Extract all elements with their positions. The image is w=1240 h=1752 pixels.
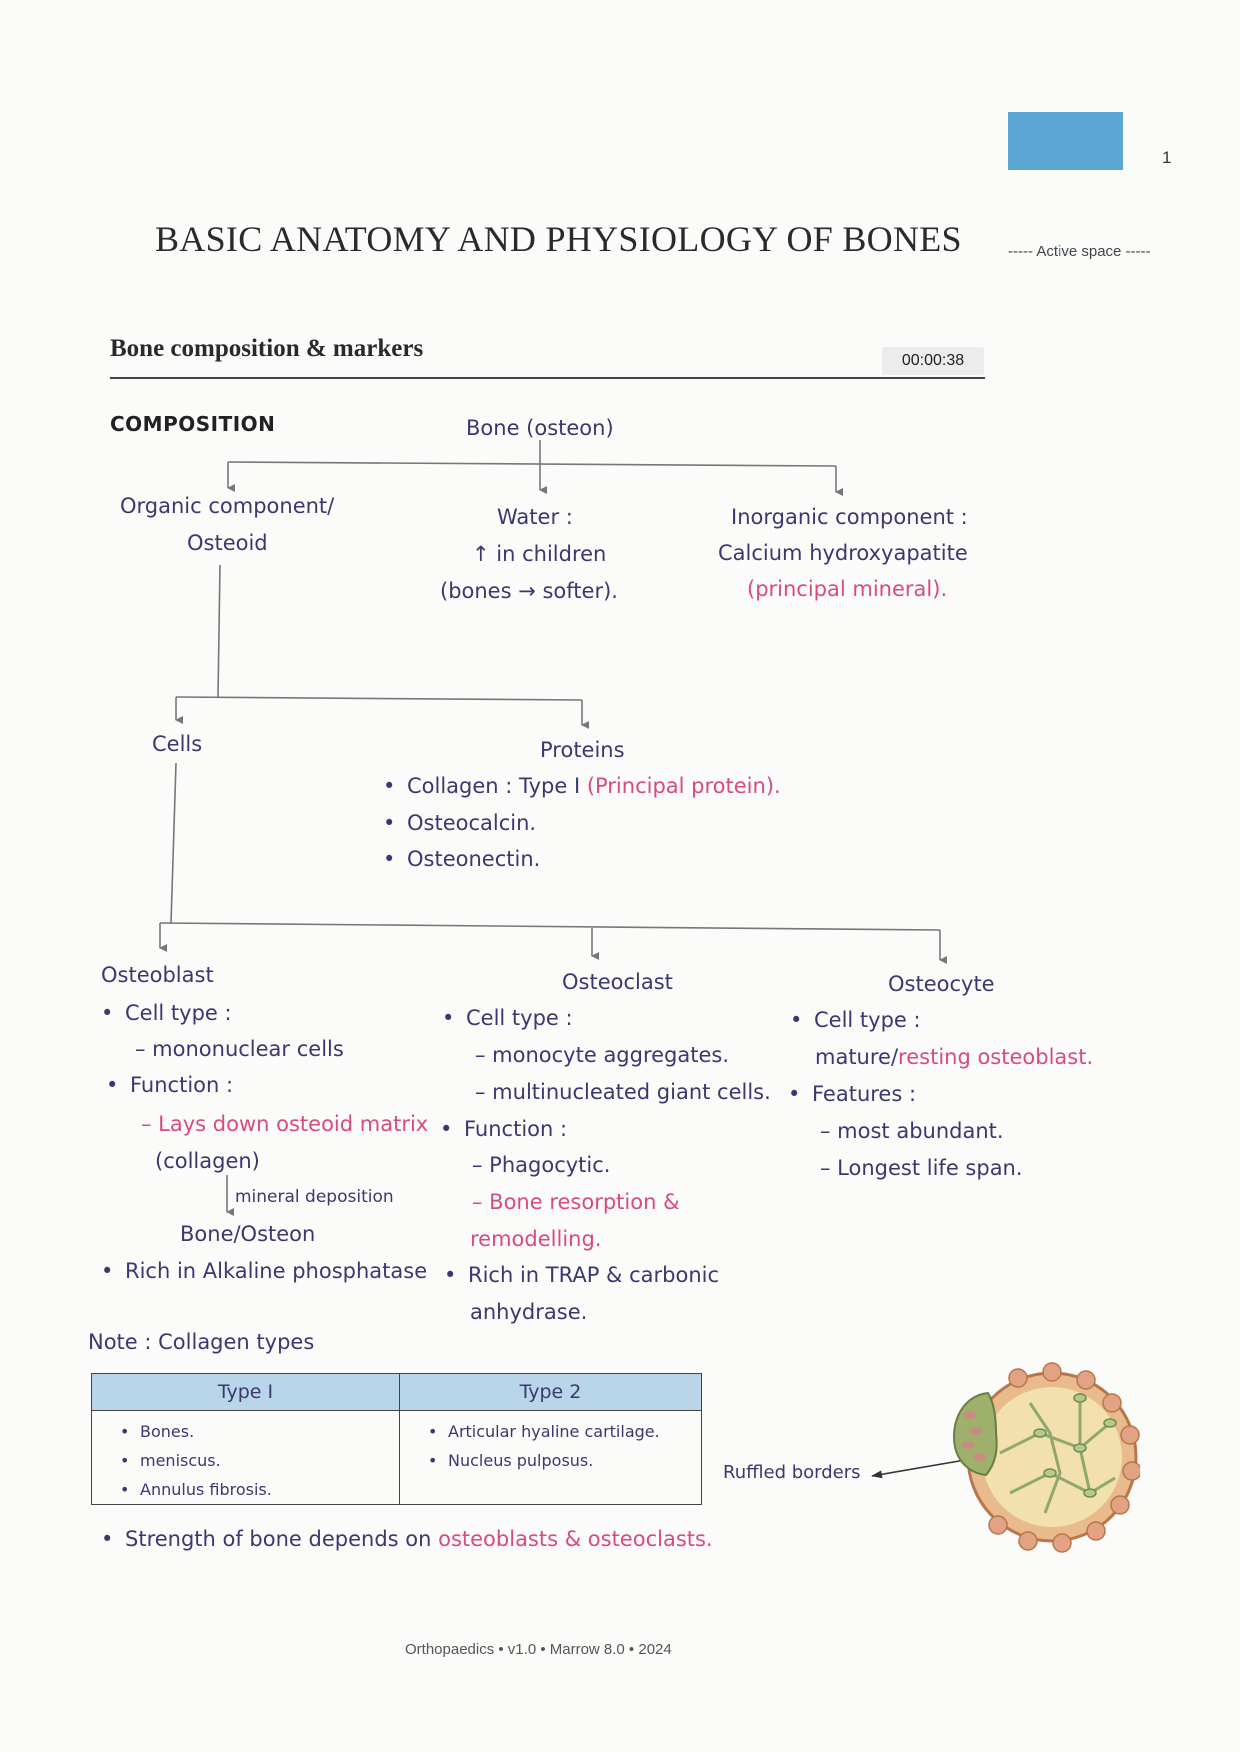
page-number: 1 [1162, 148, 1172, 167]
osteoclast-title: Osteoclast [562, 970, 673, 994]
osteocyte-title: Osteocyte [888, 972, 995, 996]
strength-note: Strength of bone depends on osteoblasts … [101, 1527, 713, 1551]
active-space-label: ----- Active space ----- [1008, 243, 1151, 260]
section-heading: Bone composition & markers [110, 335, 424, 362]
protein-item-osteocalcin: Osteocalcin. [383, 811, 536, 835]
list-item: Articular hyaline cartilage. [428, 1417, 701, 1446]
protein-item-collagen: Collagen : Type I (Principal protein). [383, 774, 781, 798]
osteoclast-function: Function : [440, 1117, 567, 1141]
note-label: Note : Collagen types [88, 1330, 315, 1354]
ruffled-borders-label: Ruffled borders [723, 1462, 861, 1483]
osteoclast-function-1: – Phagocytic. [472, 1153, 611, 1177]
osteoclast-function-2b: remodelling. [470, 1227, 602, 1251]
composition-label: COMPOSITION [110, 412, 276, 436]
osteocyte-feature-1: – most abundant. [820, 1119, 1004, 1143]
list-item: meniscus. [120, 1446, 399, 1475]
osteocyte-features: Features : [788, 1082, 916, 1106]
osteoblast-function-value: – Lays down osteoid matrix [141, 1112, 429, 1136]
osteoblast-result: Bone/Osteon [180, 1222, 316, 1246]
water-line1: Water : [497, 505, 573, 529]
osteoclast-rich: Rich in TRAP & carbonic [444, 1263, 719, 1287]
inorganic-line3: (principal mineral). [747, 577, 948, 601]
type1-cell: Bones. meniscus. Annulus fibrosis. [91, 1410, 400, 1505]
osteoclast-cell-type-2: – multinucleated giant cells. [475, 1080, 771, 1104]
osteocyte-feature-2: – Longest life span. [820, 1156, 1023, 1180]
type2-cell: Articular hyaline cartilage. Nucleus pul… [399, 1410, 702, 1505]
osteoclast-function-2: – Bone resorption & [472, 1190, 680, 1214]
section-divider [110, 377, 985, 379]
osteoclast-rich-b: anhydrase. [470, 1300, 588, 1324]
osteoblast-title: Osteoblast [101, 963, 214, 987]
list-item: Annulus fibrosis. [120, 1475, 399, 1504]
osteocyte-cell-type-value: mature/resting osteoblast. [815, 1045, 1094, 1069]
protein-item-osteonectin: Osteonectin. [383, 847, 540, 871]
water-line3: (bones → softer). [440, 579, 618, 603]
osteoclast-cell-type-1: – monocyte aggregates. [475, 1043, 730, 1067]
osteoblast-function: Function : [106, 1073, 233, 1097]
osteoclast-illustration [952, 1362, 1140, 1553]
osteoblast-cell-type: Cell type : [101, 1001, 232, 1025]
osteocyte-cell-type: Cell type : [790, 1008, 921, 1032]
osteoclast-cell-type: Cell type : [442, 1006, 573, 1030]
list-item: Nucleus pulposus. [428, 1446, 701, 1475]
cells-node: Cells [152, 732, 203, 756]
bone-osteon-node: Bone (osteon) [466, 416, 614, 440]
organic-component-line1: Organic component/ [120, 494, 335, 518]
organic-component-line2: Osteoid [187, 531, 268, 555]
mineral-deposition-label: mineral deposition [235, 1187, 394, 1207]
footer: Orthopaedics • v1.0 • Marrow 8.0 • 2024 [405, 1641, 672, 1658]
osteoblast-cell-type-value: – mononuclear cells [135, 1037, 344, 1061]
page-title: BASIC ANATOMY AND PHYSIOLOGY OF BONES [155, 219, 962, 259]
list-item: Bones. [120, 1417, 399, 1446]
collagen-types-table: Type I Type 2 Bones. meniscus. Annulus f… [91, 1373, 702, 1505]
inorganic-line1: Inorganic component : [731, 505, 968, 529]
osteoblast-collagen: (collagen) [155, 1149, 260, 1173]
column-header-type1: Type I [91, 1373, 400, 1411]
video-timestamp[interactable]: 00:00:38 [882, 347, 984, 375]
water-line2: ↑ in children [472, 542, 607, 566]
osteoblast-rich: Rich in Alkaline phosphatase [101, 1259, 427, 1283]
inorganic-line2: Calcium hydroxyapatite [718, 541, 968, 565]
chapter-tab-marker [1008, 112, 1123, 170]
proteins-node: Proteins [540, 738, 625, 762]
column-header-type2: Type 2 [399, 1373, 702, 1411]
